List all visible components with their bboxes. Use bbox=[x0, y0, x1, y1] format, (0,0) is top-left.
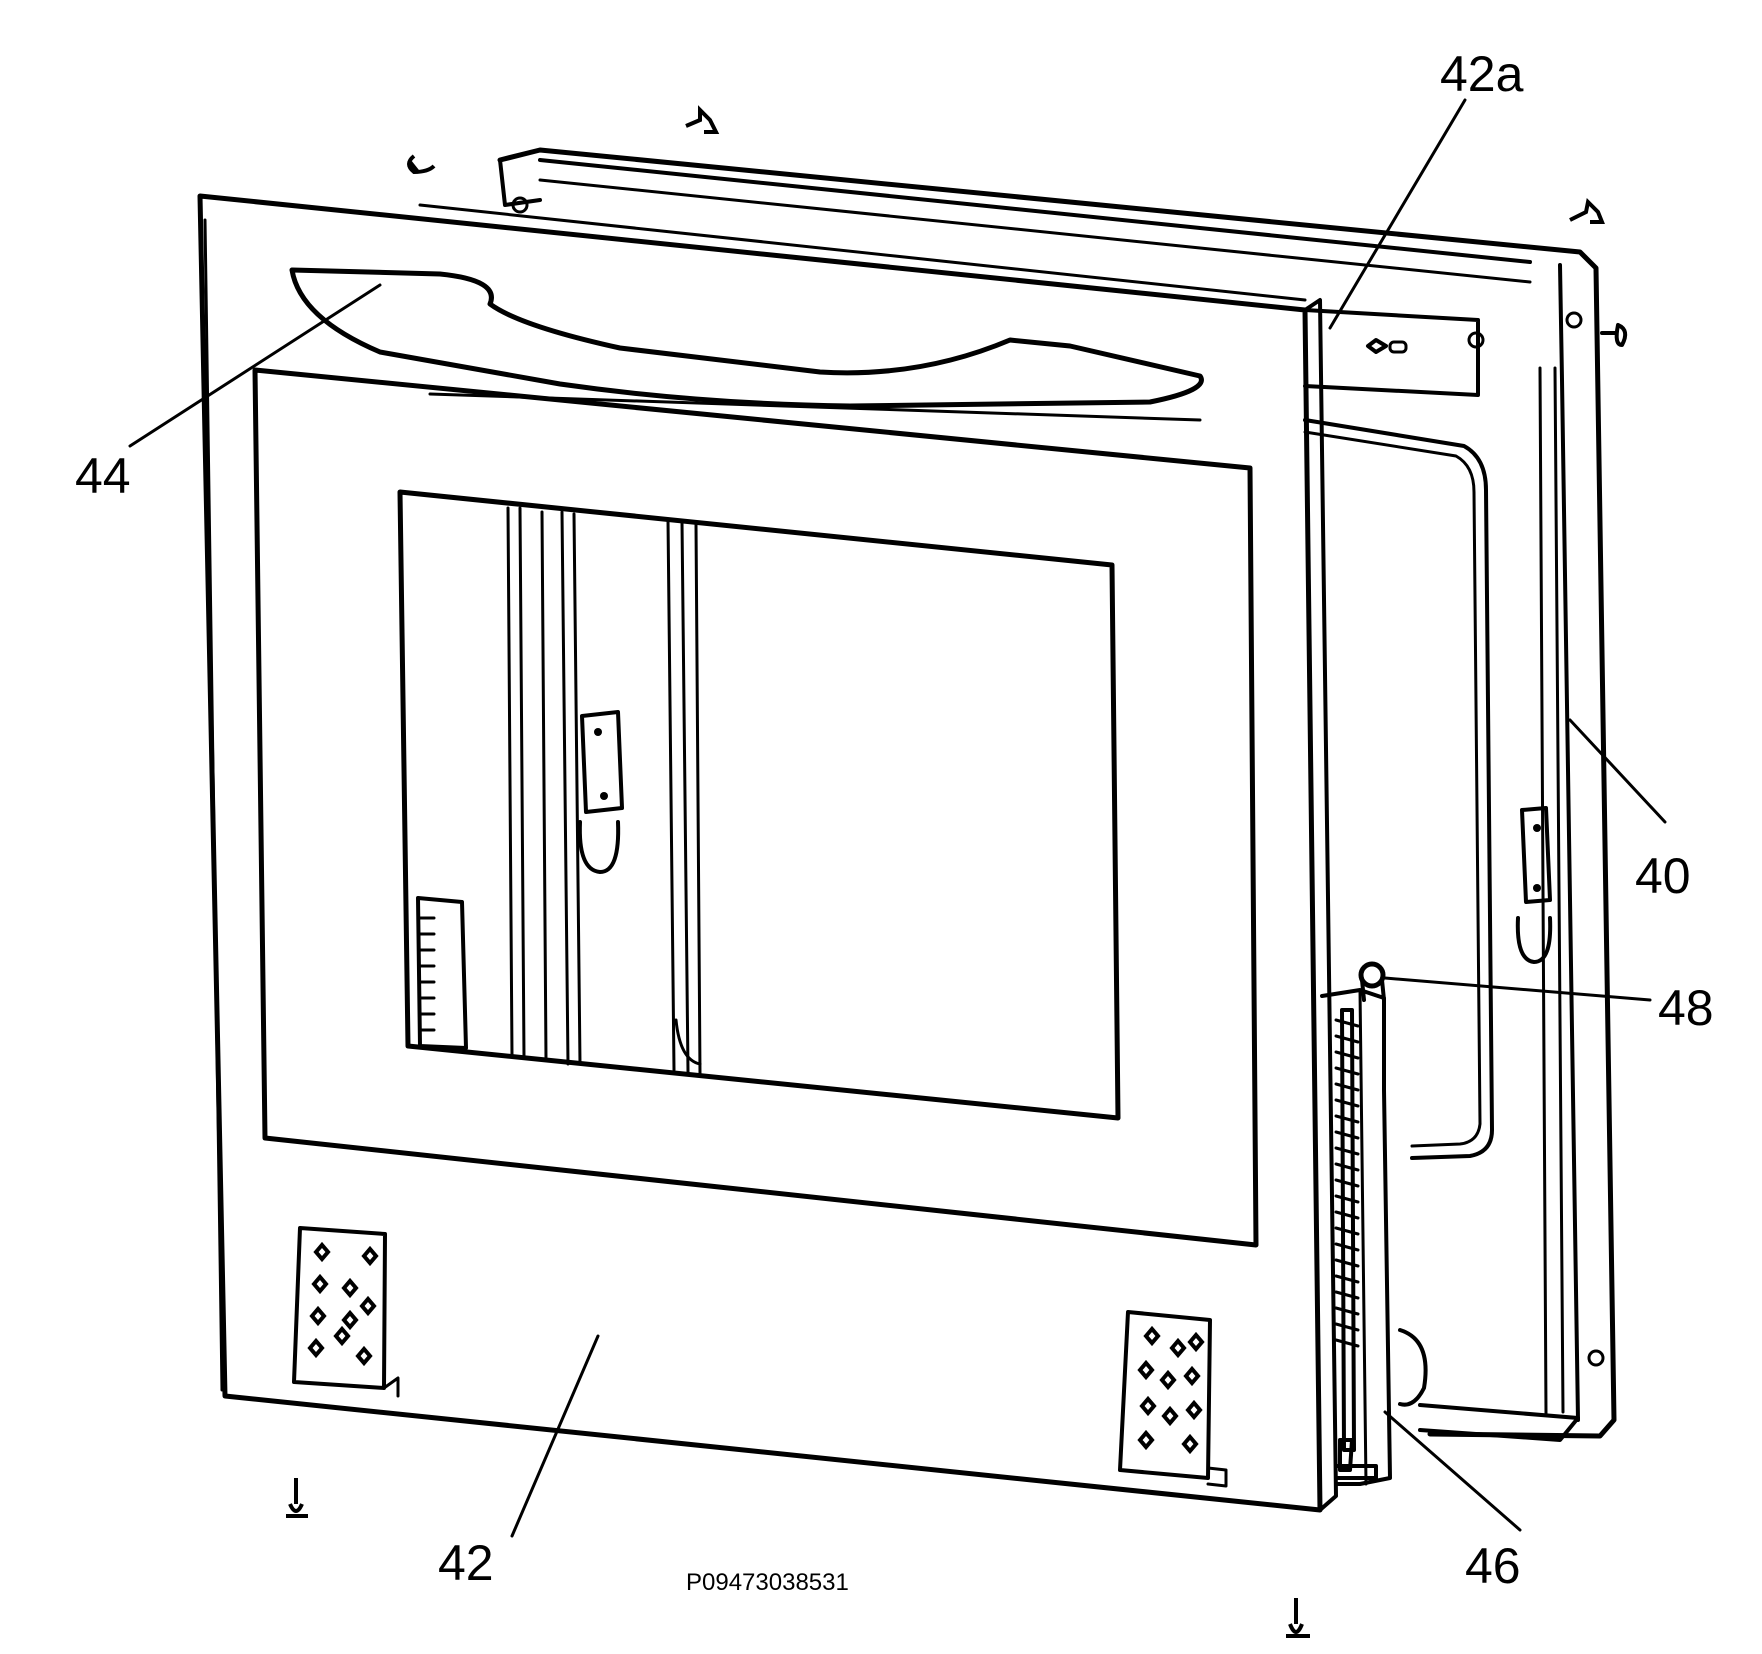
reference-number: P09473038531 bbox=[686, 1569, 849, 1596]
hinge-assembly bbox=[1320, 961, 1428, 1486]
label-44: 44 bbox=[75, 448, 131, 504]
right-hinge-holes bbox=[1137, 1325, 1205, 1455]
label-40: 40 bbox=[1635, 848, 1691, 904]
front-door bbox=[197, 193, 1338, 1513]
label-42a: 42a bbox=[1440, 46, 1524, 102]
inner-door-panel bbox=[1303, 308, 1494, 1160]
screws bbox=[286, 105, 1605, 1638]
leader-lines bbox=[128, 98, 1667, 1538]
left-hinge-holes bbox=[307, 1241, 379, 1367]
rear-frame bbox=[497, 147, 1628, 1442]
label-48: 48 bbox=[1658, 980, 1714, 1036]
label-42: 42 bbox=[438, 1535, 494, 1591]
label-46: 46 bbox=[1465, 1538, 1521, 1594]
